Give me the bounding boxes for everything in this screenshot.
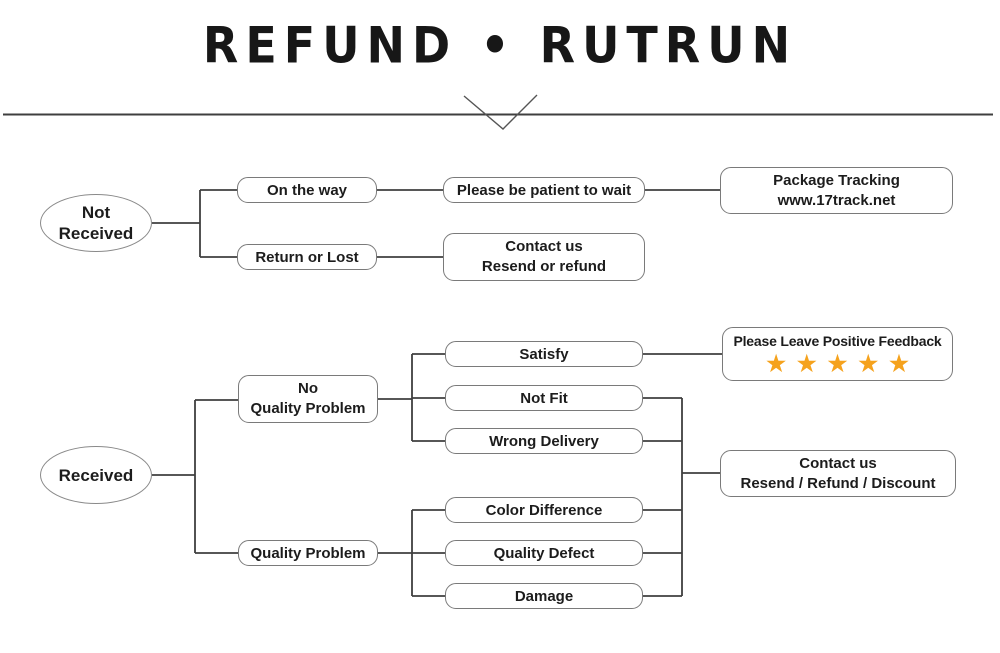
node-no-quality-problem: No Quality Problem	[238, 375, 378, 423]
node-contact-resend-refund-discount: Contact us Resend / Refund / Discount	[720, 450, 956, 497]
node-return-or-lost: Return or Lost	[237, 244, 377, 270]
five-star-rating-icon: ★★★★★	[766, 350, 920, 376]
node-label: Not	[81, 203, 111, 222]
node-on-the-way: On the way	[237, 177, 377, 203]
node-not-fit: Not Fit	[445, 385, 643, 411]
node-damage: Damage	[445, 583, 643, 609]
node-label: Quality Defect	[493, 544, 595, 562]
node-color-difference: Color Difference	[445, 497, 643, 523]
node-quality-defect: Quality Defect	[445, 540, 643, 566]
node-label: Please be patient to wait	[456, 181, 632, 199]
node-not-received: Not Received	[40, 194, 152, 252]
node-label: Not Fit	[520, 389, 568, 407]
node-please-be-patient: Please be patient to wait	[443, 177, 645, 203]
node-label: Satisfy	[519, 345, 569, 363]
node-label: Package Tracking	[773, 171, 900, 189]
node-label: Return or Lost	[255, 248, 359, 266]
node-label: Please Leave Positive Feedback	[733, 332, 942, 349]
node-wrong-delivery: Wrong Delivery	[445, 428, 643, 454]
tracking-url: www.17track.net	[777, 191, 896, 209]
chevron-down-icon	[463, 94, 538, 130]
node-label: Received	[58, 465, 134, 485]
not-received-wires	[152, 189, 720, 258]
node-label: Received	[58, 224, 134, 243]
node-quality-problem: Quality Problem	[238, 540, 378, 566]
node-label: Contact us	[799, 454, 877, 472]
node-label: Wrong Delivery	[489, 432, 599, 450]
node-label: Damage	[514, 587, 574, 605]
node-contact-resend-refund: Contact us Resend or refund	[443, 233, 645, 281]
node-label: Resend / Refund / Discount	[740, 474, 936, 492]
received-wires	[152, 353, 722, 597]
node-label: Quality Problem	[250, 544, 366, 562]
node-received: Received	[40, 446, 152, 504]
node-label: No	[298, 380, 318, 397]
page-title: REFUND • RUTRUN	[202, 15, 798, 75]
node-package-tracking: Package Tracking www.17track.net	[720, 167, 953, 214]
node-label: Resend or refund	[481, 258, 607, 275]
node-satisfy: Satisfy	[445, 341, 643, 367]
node-positive-feedback: Please Leave Positive Feedback ★★★★★	[722, 327, 953, 381]
node-label: Color Difference	[485, 501, 603, 519]
node-label: On the way	[266, 181, 348, 199]
node-label: Contact us	[505, 238, 583, 255]
node-label: Quality Problem	[250, 400, 366, 417]
